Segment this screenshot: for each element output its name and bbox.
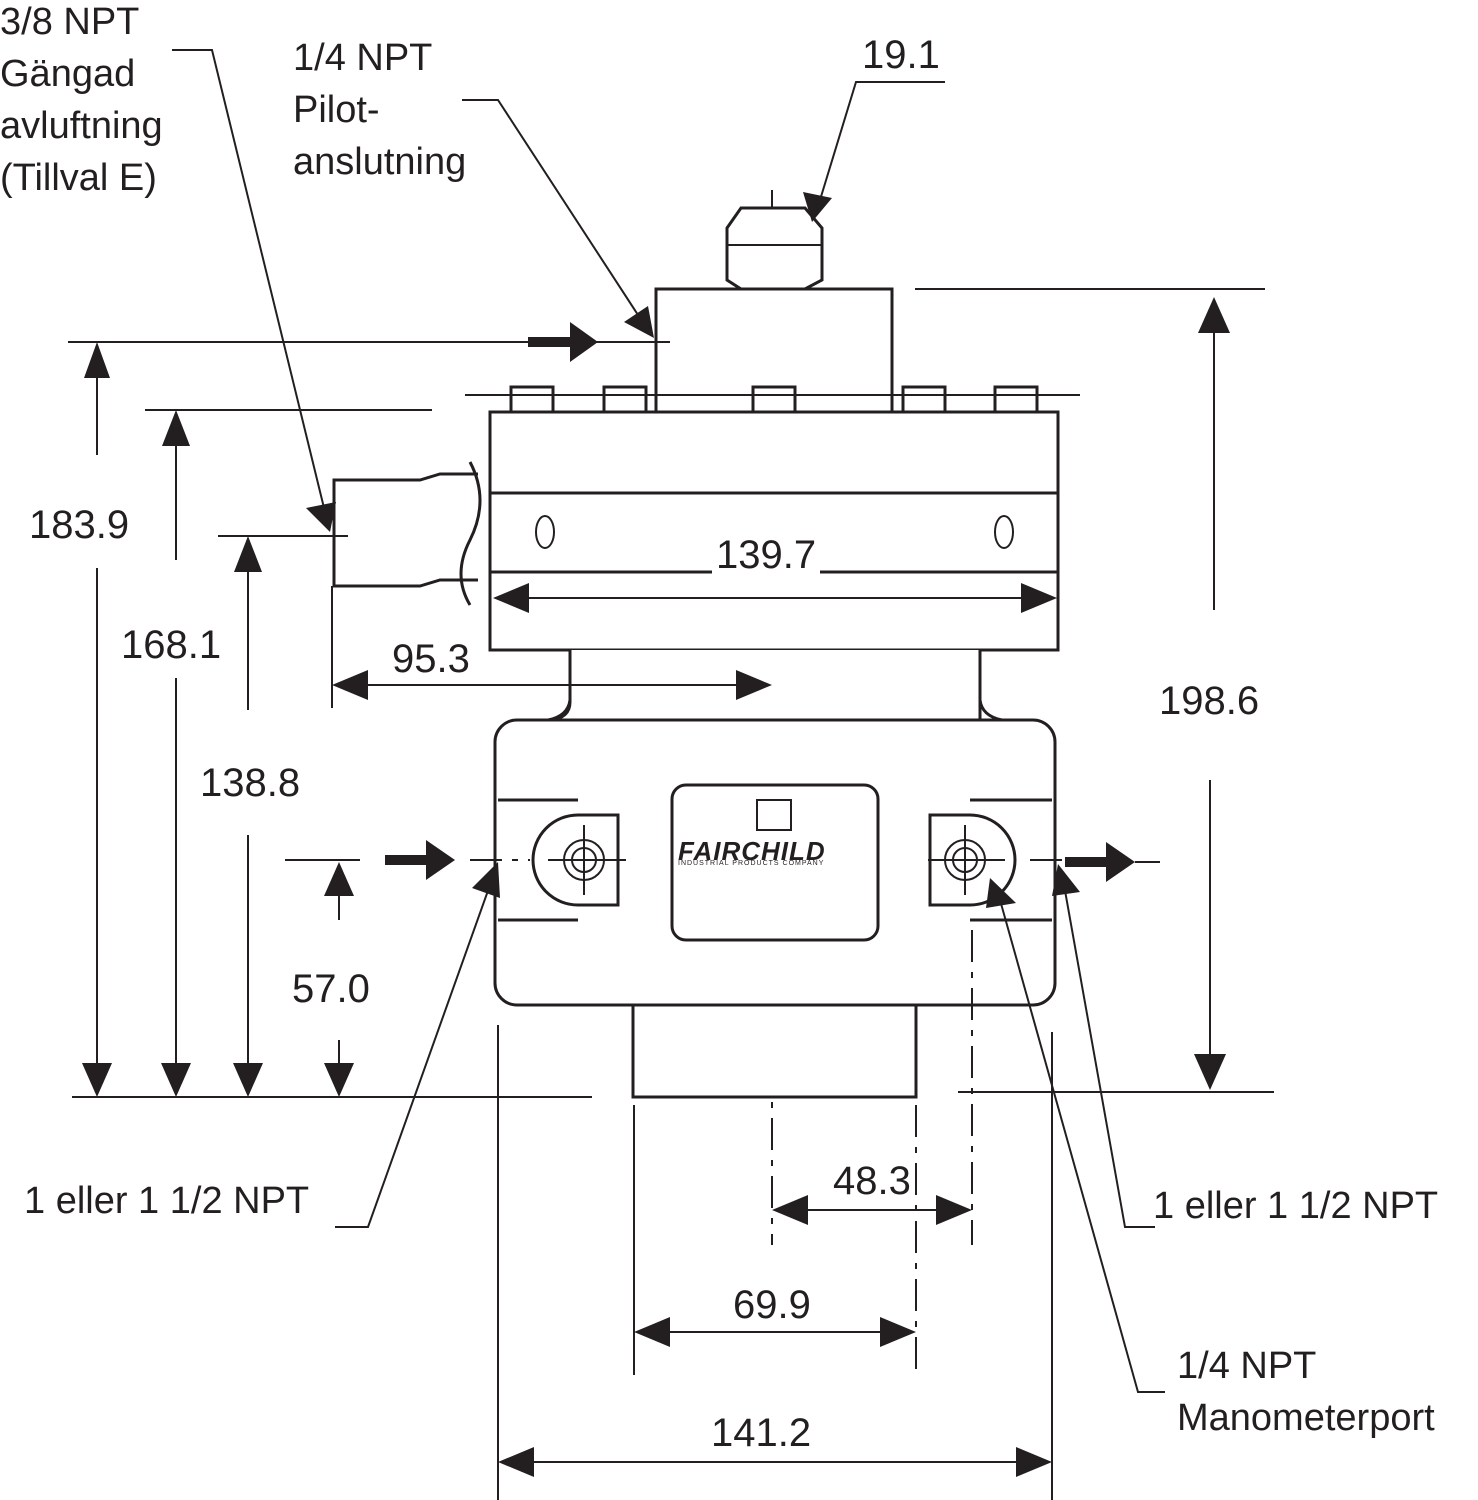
arrowhead: [772, 1195, 808, 1225]
callout-line: 1/4 NPT: [1177, 1345, 1317, 1387]
gauge-port-callout: 1/4 NPT Manometerport: [1177, 1340, 1435, 1444]
dim-138-8: 138.8: [196, 760, 305, 806]
arrowhead: [1198, 297, 1230, 333]
dim-57-0: 57.0: [288, 966, 374, 1012]
bolt-head: [509, 385, 555, 414]
leader-outlet-port: [1063, 884, 1155, 1228]
nameplate-tagline: INDUSTRIAL PRODUCTS COMPANY: [678, 860, 825, 867]
arrowhead: [84, 342, 110, 378]
bolt-head: [993, 385, 1039, 414]
dim-48-3: 48.3: [829, 1158, 915, 1204]
leader-19-1: [819, 81, 945, 201]
arrowhead: [324, 862, 354, 896]
dim-95-3: 95.3: [388, 636, 474, 682]
arrowhead: [1052, 864, 1080, 896]
leader-pilot-port: [462, 99, 641, 319]
arrowhead: [162, 410, 190, 446]
callout-line: Gängad: [0, 53, 136, 95]
pilot-port-callout: 1/4 NPT Pilot- anslutning: [293, 32, 466, 188]
arrowhead: [1016, 1447, 1052, 1477]
dim-183-9: 183.9: [25, 502, 134, 548]
nameplate-brand: FAIRCHILD: [678, 836, 826, 866]
bonnet-mark: [535, 515, 555, 549]
arrowhead: [332, 670, 368, 700]
nameplate: [670, 783, 880, 942]
logo-mark: [756, 799, 792, 831]
bonnet-mark: [994, 515, 1014, 549]
arrowhead: [624, 306, 654, 338]
pilot-fitting-nut: [725, 206, 824, 291]
dim-141-2: 141.2: [707, 1410, 816, 1456]
leader-vent-port: [172, 49, 326, 513]
callout-line: Manometerport: [1177, 1397, 1435, 1439]
arrowhead: [306, 502, 336, 532]
leader-inlet-port: [335, 884, 491, 1228]
arrowhead: [936, 1195, 972, 1225]
arrowhead: [634, 1317, 670, 1347]
arrowhead: [324, 1063, 354, 1097]
bottom-cap: [631, 1003, 918, 1099]
arrowhead: [234, 536, 262, 572]
callout-line: 1/4 NPT: [293, 37, 433, 79]
callout-line: avluftning: [0, 105, 163, 147]
arrowhead: [161, 1063, 191, 1097]
leader-gauge-port: [999, 899, 1165, 1393]
vent-port-boss: [332, 472, 478, 588]
arrowhead: [82, 1063, 112, 1097]
arrowhead: [736, 670, 772, 700]
outlet-port-callout: 1 eller 1 1/2 NPT: [1153, 1185, 1439, 1227]
arrowhead: [1021, 583, 1057, 613]
bonnet-body: [488, 410, 1060, 652]
arrowhead: [493, 583, 529, 613]
dim-168-1: 168.1: [117, 622, 226, 668]
callout-line: Pilot-: [293, 89, 380, 131]
bolt-head: [901, 385, 947, 414]
arrowhead: [233, 1063, 263, 1097]
dim-69-9: 69.9: [729, 1282, 815, 1328]
vent-port-callout: 3/8 NPT Gängad avluftning (Tillval E): [0, 0, 163, 204]
dim-198-6: 198.6: [1155, 678, 1264, 724]
bolt-head: [602, 385, 648, 414]
callout-line: 3/8 NPT: [0, 1, 140, 43]
dim-139-7: 139.7: [712, 532, 821, 578]
callout-line: anslutning: [293, 141, 467, 183]
arrowhead: [472, 862, 500, 898]
arrowhead: [880, 1317, 916, 1347]
dim-19-1: 19.1: [858, 32, 944, 78]
bolt-head: [751, 385, 797, 414]
callout-line: (Tillval E): [0, 157, 157, 199]
arrowhead: [986, 878, 1016, 908]
arrowhead: [498, 1447, 534, 1477]
flow-arrow-in-head: [426, 840, 455, 880]
arrowhead: [803, 192, 832, 222]
break-line: [459, 461, 482, 606]
inlet-port-callout: 1 eller 1 1/2 NPT: [24, 1180, 310, 1222]
flow-arrow-out-head: [1106, 842, 1135, 882]
arrowhead: [1194, 1054, 1226, 1090]
